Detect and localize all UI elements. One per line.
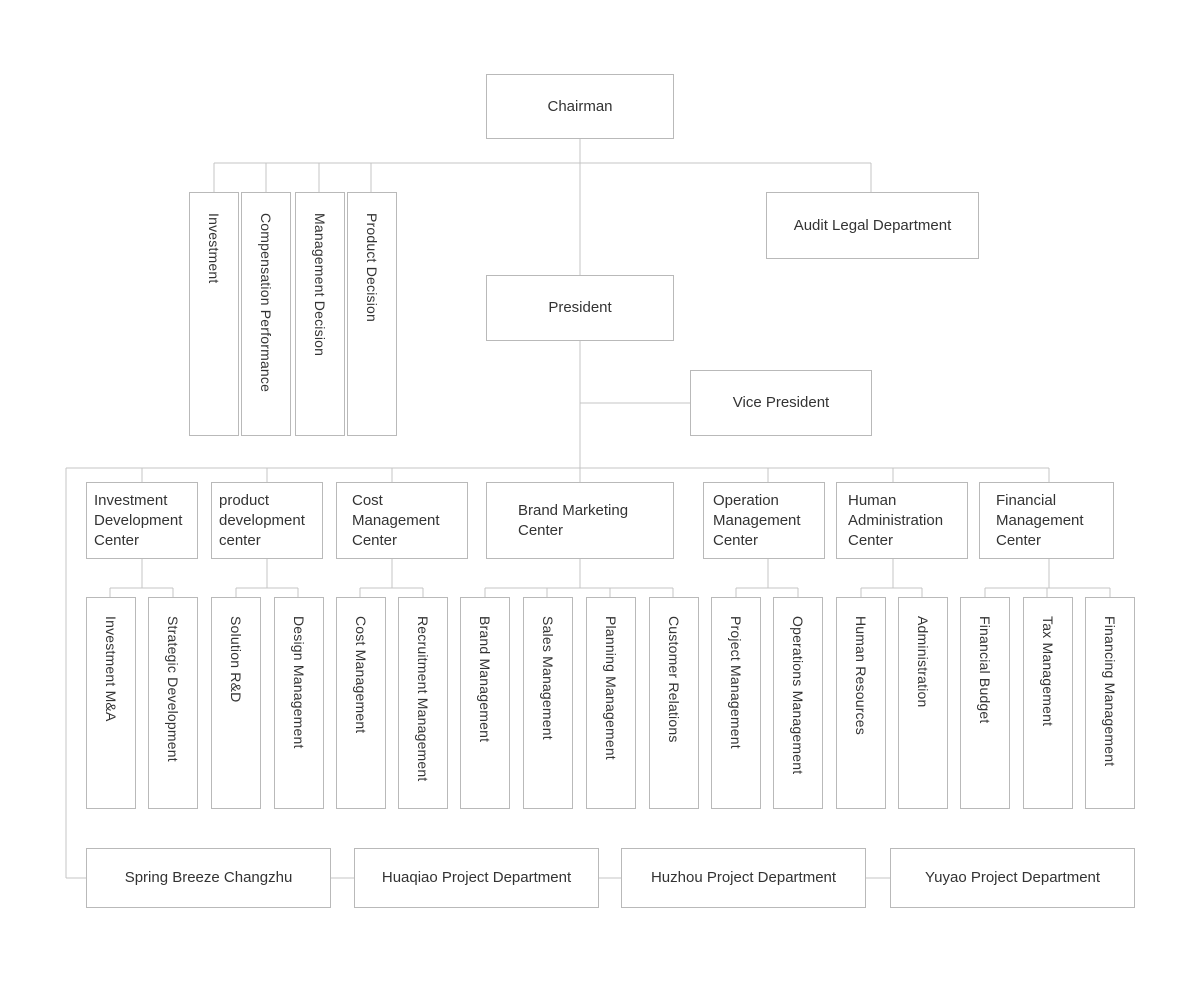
dept-financial-budget: Financial Budget bbox=[960, 597, 1010, 809]
committee-label: Compensation Performance bbox=[258, 213, 274, 393]
dept-investment-ma: Investment M&A bbox=[86, 597, 136, 809]
dept-label: Sales Management bbox=[540, 616, 556, 740]
dept-financing-management: Financing Management bbox=[1085, 597, 1135, 809]
committee-label: Investment bbox=[206, 213, 222, 284]
center-label: Financial Management Center bbox=[996, 492, 1084, 549]
dept-label: Tax Management bbox=[1040, 616, 1056, 727]
dept-label: Project Management bbox=[728, 616, 744, 749]
project-huaqiao: Huaqiao Project Department bbox=[354, 848, 599, 908]
dept-label: Cost Management bbox=[353, 616, 369, 734]
dept-label: Recruitment Management bbox=[415, 616, 431, 782]
dept-label: Financing Management bbox=[1102, 616, 1118, 767]
project-label: Yuyao Project Department bbox=[924, 869, 1101, 886]
dept-human-resources: Human Resources bbox=[836, 597, 886, 809]
project-yuyao: Yuyao Project Department bbox=[890, 848, 1135, 908]
dept-project-management: Project Management bbox=[711, 597, 761, 809]
dept-label: Administration bbox=[915, 616, 931, 708]
president-label: President bbox=[548, 299, 612, 316]
project-huzhou: Huzhou Project Department bbox=[621, 848, 866, 908]
center-label: Human Administration Center bbox=[848, 492, 944, 549]
project-spring-breeze-changzhu: Spring Breeze Changzhu bbox=[86, 848, 331, 908]
president-box: President bbox=[486, 275, 674, 341]
dept-sales-management: Sales Management bbox=[523, 597, 573, 809]
committee-product-decision: Product Decision bbox=[347, 192, 397, 436]
dept-cost-management: Cost Management bbox=[336, 597, 386, 809]
project-label: Huzhou Project Department bbox=[650, 869, 837, 886]
committee-label: Product Decision bbox=[364, 213, 380, 323]
chairman-box: Chairman bbox=[486, 74, 674, 139]
dept-label: Human Resources bbox=[853, 616, 869, 735]
dept-planning-management: Planning Management bbox=[586, 597, 636, 809]
vice-president-label: Vice President bbox=[732, 394, 830, 411]
vice-president-box: Vice President bbox=[690, 370, 872, 436]
dept-recruitment-management: Recruitment Management bbox=[398, 597, 448, 809]
center-investment-development: Investment Development Center bbox=[86, 482, 198, 559]
audit-legal-box: Audit Legal Department bbox=[766, 192, 979, 259]
dept-label: Strategic Development bbox=[165, 616, 181, 762]
dept-label: Investment M&A bbox=[103, 616, 119, 722]
center-financial-management: Financial Management Center bbox=[979, 482, 1114, 559]
dept-label: Financial Budget bbox=[977, 616, 993, 724]
dept-label: Customer Relations bbox=[666, 616, 682, 743]
dept-tax-management: Tax Management bbox=[1023, 597, 1073, 809]
center-label: Cost Management Center bbox=[352, 492, 440, 549]
dept-label: Design Management bbox=[291, 616, 307, 749]
dept-brand-management: Brand Management bbox=[460, 597, 510, 809]
center-product-development: product development center bbox=[211, 482, 323, 559]
committee-label: Management Decision bbox=[312, 213, 328, 357]
project-label: Huaqiao Project Department bbox=[381, 869, 572, 886]
dept-administration: Administration bbox=[898, 597, 948, 809]
dept-label: Solution R&D bbox=[228, 616, 244, 703]
dept-operations-management: Operations Management bbox=[773, 597, 823, 809]
center-label: product development center bbox=[219, 492, 305, 549]
center-human-administration: Human Administration Center bbox=[836, 482, 968, 559]
committee-compensation-performance: Compensation Performance bbox=[241, 192, 291, 436]
center-label: Operation Management Center bbox=[713, 492, 801, 549]
dept-design-management: Design Management bbox=[274, 597, 324, 809]
dept-customer-relations: Customer Relations bbox=[649, 597, 699, 809]
committee-management-decision: Management Decision bbox=[295, 192, 345, 436]
dept-label: Brand Management bbox=[477, 616, 493, 743]
center-brand-marketing: Brand Marketing Center bbox=[486, 482, 674, 559]
center-operation-management: Operation Management Center bbox=[703, 482, 825, 559]
project-label: Spring Breeze Changzhu bbox=[124, 869, 293, 886]
chairman-label: Chairman bbox=[547, 97, 613, 115]
dept-strategic-development: Strategic Development bbox=[148, 597, 198, 809]
committee-investment: Investment bbox=[189, 192, 239, 436]
dept-solution-rd: Solution R&D bbox=[211, 597, 261, 809]
center-label: Investment Development Center bbox=[94, 492, 183, 549]
center-cost-management: Cost Management Center bbox=[336, 482, 468, 559]
dept-label: Operations Management bbox=[790, 616, 806, 775]
center-label: Brand Marketing Center bbox=[518, 502, 629, 539]
audit-legal-label: Audit Legal Department bbox=[793, 216, 952, 234]
dept-label: Planning Management bbox=[603, 616, 619, 760]
